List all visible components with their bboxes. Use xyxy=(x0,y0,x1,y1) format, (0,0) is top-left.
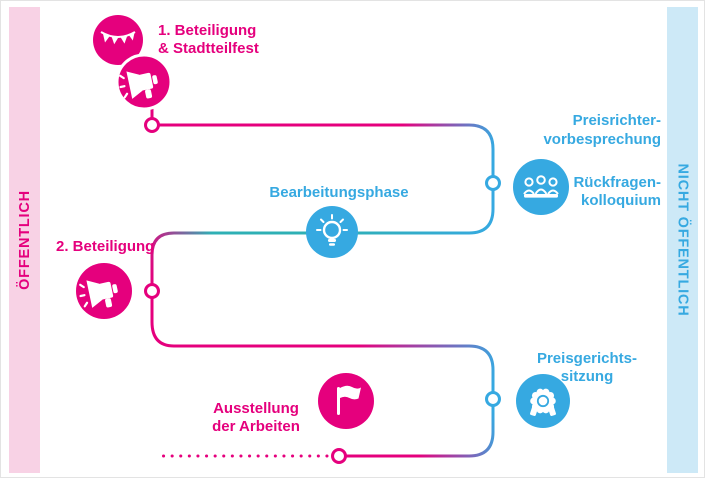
label-step2: 2. Beteiligung xyxy=(56,238,155,255)
public-band: ÖFFENTLICH xyxy=(9,7,40,473)
non-public-band: NICHT ÖFFENTLICH xyxy=(667,7,698,473)
connector-circle-jury-session xyxy=(485,391,501,407)
lightbulb-icon xyxy=(316,214,348,246)
label-jury-session: Preisgerichts- sitzung xyxy=(536,350,638,386)
bunting-icon xyxy=(100,31,136,45)
label-work-phase: Bearbeitungsphase xyxy=(269,184,409,201)
flow-segment-to-jury-session xyxy=(150,298,495,392)
connector-circle-step1 xyxy=(144,117,160,133)
node-work-phase xyxy=(306,206,358,258)
flow-segment-to-exhibition xyxy=(346,406,495,458)
label-step1: 1. Beteiligung & Stadtteilfest xyxy=(158,22,259,58)
label-jury-briefing-line1: Preisrichter- vorbesprechung xyxy=(543,112,661,148)
rosette-award-icon xyxy=(530,388,556,417)
node-exhibition xyxy=(318,373,374,429)
connector-circle-step2 xyxy=(144,283,160,299)
connector-circle-exhibition xyxy=(331,448,347,464)
jury-people-icon xyxy=(523,175,559,198)
label-exhibition: Ausstellung der Arbeiten xyxy=(212,400,300,436)
flow-segment-to-jury-briefing xyxy=(159,123,495,176)
flag-icon xyxy=(337,385,361,415)
label-jury-briefing-line2: & Rückfragen- kolloquium xyxy=(558,174,661,210)
node-stadtteilfest xyxy=(93,15,143,65)
node-jury-briefing xyxy=(513,159,569,215)
label-jury-briefing: Preisrichter- vorbesprechung & Rückfrage… xyxy=(501,94,661,229)
connector-circle-jury-briefing xyxy=(485,175,501,191)
